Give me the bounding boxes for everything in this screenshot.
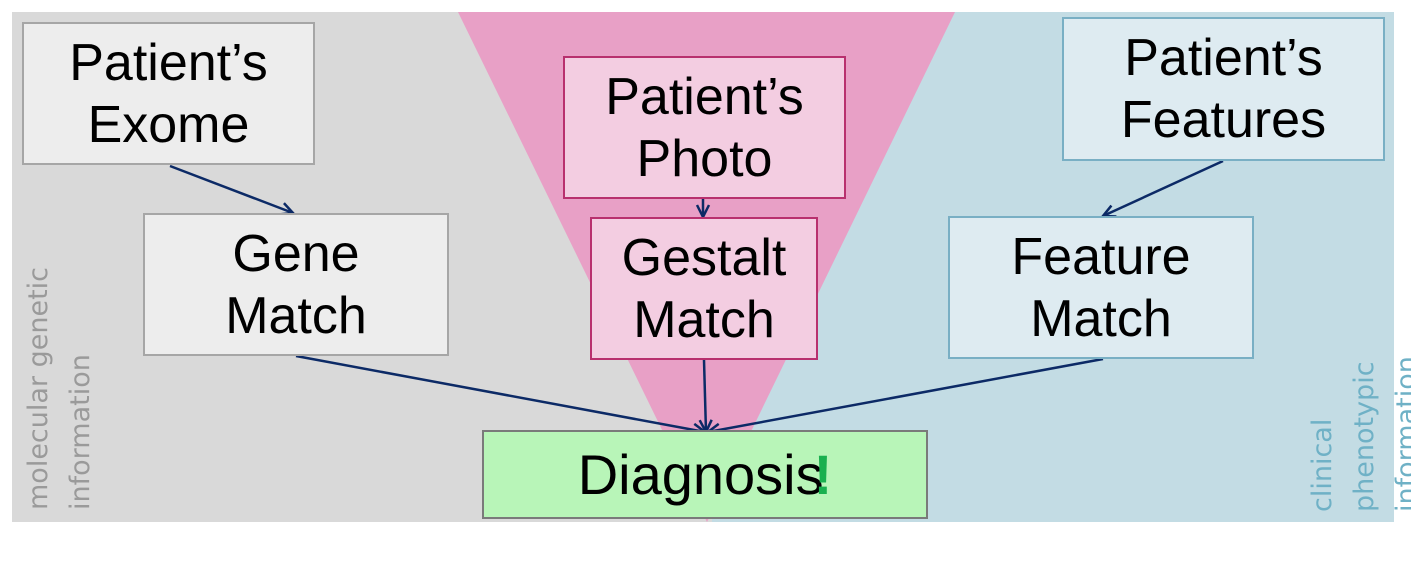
diagnosis-label: Diagnosis [577, 442, 824, 506]
diagnosis-box: Diagnosis! [482, 430, 928, 519]
patient-exome-box: Patient’s Exome [22, 22, 315, 165]
arrow-gestalt-match-to-diagnosis [704, 359, 706, 432]
feature-match-box: Feature Match [948, 216, 1254, 359]
arrow-feature-match-to-diagnosis [708, 357, 1104, 432]
patient-photo-box: Patient’s Photo [563, 56, 846, 199]
patient-features-box: Patient’s Features [1062, 17, 1385, 161]
gestalt-match-box: Gestalt Match [590, 217, 818, 360]
arrow-exome-to-gene-match [169, 164, 293, 213]
arrow-gene-match-to-diagnosis [295, 354, 705, 432]
clinical-phenotypic-information-label: clinical phenotypic information [1307, 356, 1411, 512]
arrow-features-to-feature-match [1103, 159, 1224, 216]
molecular-genetic-information-label: molecular genetic information [23, 266, 96, 510]
diagnosis-exclamation: ! [813, 442, 833, 506]
gene-match-box: Gene Match [143, 213, 449, 356]
